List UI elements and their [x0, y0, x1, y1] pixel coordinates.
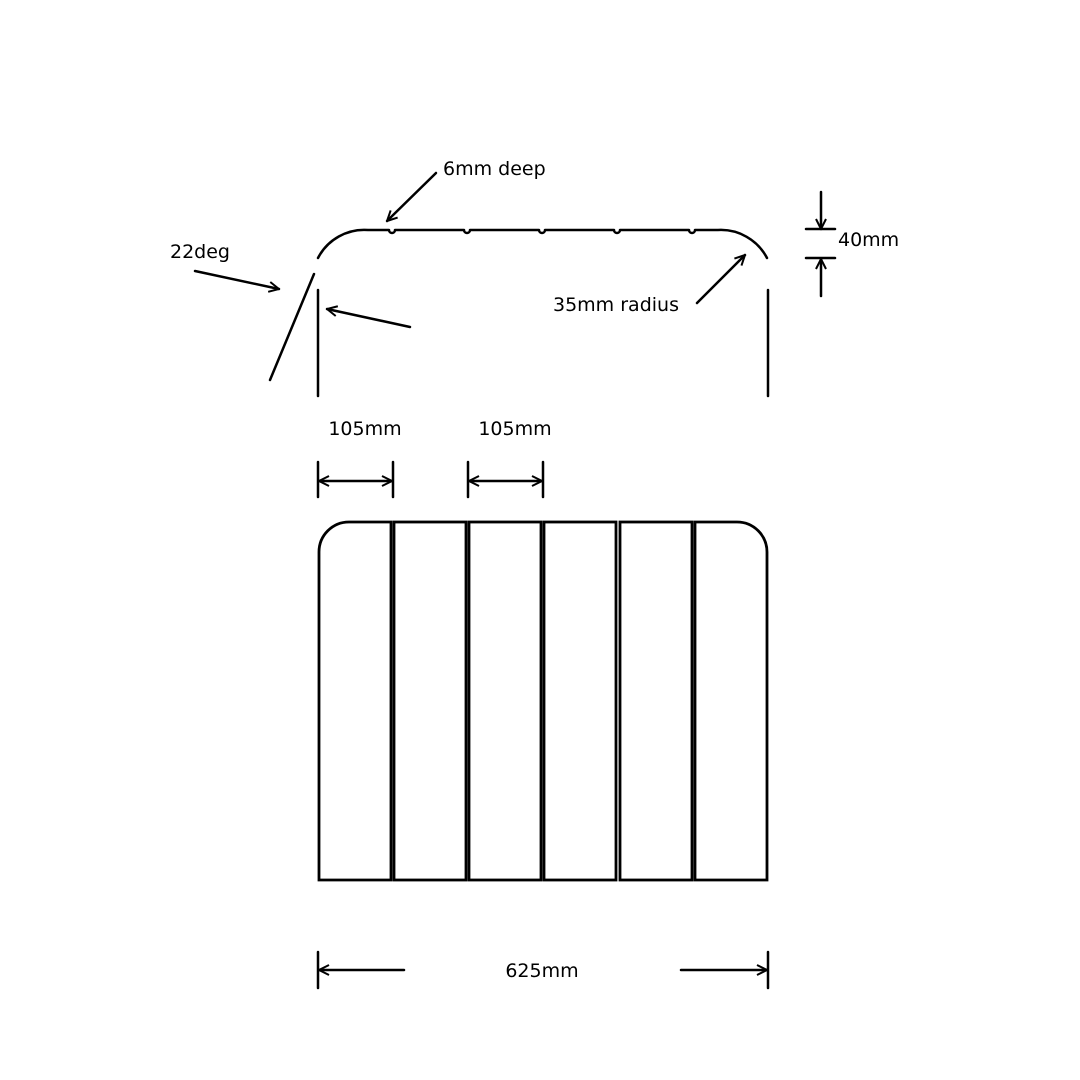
height-label: 40mm [838, 229, 899, 251]
angled-line [268, 272, 316, 382]
height-dimension: 40mm [804, 190, 899, 298]
groove-depth-label: 6mm deep [443, 158, 546, 180]
groove-arrow [387, 171, 438, 221]
panel-1 [317, 520, 393, 882]
front-view-panels [317, 520, 769, 882]
total-width-dimension: 625mm [316, 950, 770, 990]
slat-dimension-2: 105mm [466, 418, 552, 499]
panel-6 [693, 520, 769, 882]
total-width-label: 625mm [505, 960, 578, 982]
panel-3 [467, 520, 543, 882]
angle-label: 22deg [170, 241, 230, 263]
angle-arrow-left [193, 269, 279, 289]
panel-4 [542, 520, 618, 882]
radius-label: 35mm radius [553, 294, 679, 316]
slat-width-label-1: 105mm [328, 418, 401, 440]
slat-width-label-2: 105mm [478, 418, 551, 440]
panel-2 [392, 520, 468, 882]
panel-5 [618, 520, 694, 882]
angle-arrow-right [327, 309, 412, 329]
slat-dimension-1: 105mm [316, 418, 402, 499]
radius-arrow [695, 255, 745, 305]
top-profile [268, 228, 770, 398]
